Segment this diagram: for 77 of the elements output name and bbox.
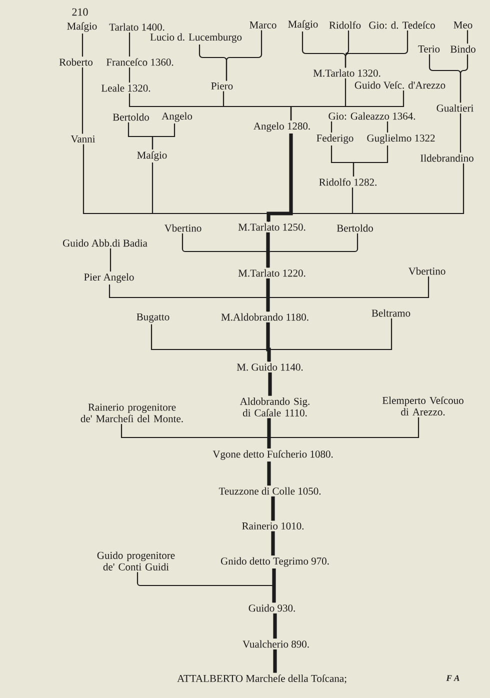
person-name: Vbertino <box>408 267 446 275</box>
person-name: Franceſco 1360. <box>106 58 174 66</box>
person-name: Roberto <box>59 58 93 66</box>
family-line <box>82 34 84 57</box>
person-name: Maſgio <box>67 22 97 32</box>
person-name: ATTALBERTO Marcheſe della Toſcana; <box>177 674 346 684</box>
person-name: Tarlato 1400. <box>109 23 164 31</box>
family-line <box>344 30 408 68</box>
person-name: Marco <box>250 22 276 28</box>
person-name: M. Guido 1140. <box>236 363 303 371</box>
family-line <box>266 278 270 312</box>
family-line <box>267 462 271 486</box>
person-name: Federigo <box>316 134 354 144</box>
person-name: M.Tarlato 1250. <box>238 223 306 231</box>
signature-mark: F A <box>446 675 460 681</box>
person-name: Piero <box>211 82 233 90</box>
person-name: Elemperto Veſcouo di Arezzo. <box>382 396 464 416</box>
person-name: Vbertino <box>164 224 202 232</box>
family-line <box>268 372 272 396</box>
person-name: Bindo <box>450 45 476 53</box>
family-line <box>82 67 84 134</box>
family-line <box>271 496 275 521</box>
family-line <box>290 90 404 121</box>
person-name: Rainerio 1010. <box>242 522 304 530</box>
person-name: Rainerio progenitore de' Marcheſi del Monte. <box>80 404 183 422</box>
person-name: Vualcherio 890. <box>242 640 309 648</box>
person-name: Bertoldo <box>112 113 149 121</box>
family-line <box>460 113 462 153</box>
family-line <box>266 232 270 268</box>
person-name: Vanni <box>70 135 96 143</box>
person-name: M.Tarlato 1320. <box>313 69 380 77</box>
family-line <box>330 121 332 133</box>
person-name: Ildebrandino <box>420 154 474 162</box>
family-line <box>273 613 277 639</box>
person-name: Teuzzone di Colle 1050. <box>218 487 321 495</box>
person-name: Angelo <box>162 112 192 122</box>
person-name: Beltramo <box>372 309 410 317</box>
person-name: Meo <box>454 22 472 28</box>
person-name: Guido progenitore de' Conti Guidi <box>97 552 175 570</box>
person-name: Terio <box>418 45 440 53</box>
person-name: Bertoldo <box>336 224 373 232</box>
person-name: Ridolfo 1282. <box>319 178 376 186</box>
person-name: Gio: d. Tedeſco <box>369 21 435 29</box>
family-line <box>110 248 112 272</box>
family-line <box>460 54 468 103</box>
person-name: M.Aldobrando 1180. <box>221 313 308 321</box>
person-name: Guido Veſc. d'Arezzo <box>354 81 446 89</box>
person-name: Aldobrando Sig. di Caſale 1110. <box>240 398 310 416</box>
family-line <box>273 649 277 673</box>
family-line <box>267 418 271 448</box>
person-name: Vgone detto Fuſcherio 1080. <box>212 450 333 460</box>
person-name: Pier Angelo <box>84 273 134 283</box>
family-line <box>272 568 276 603</box>
person-name: Gualtieri <box>436 104 474 112</box>
family-line <box>271 531 275 556</box>
family-line <box>266 133 293 222</box>
person-name: Lucio d. Lucemburgo <box>150 33 242 43</box>
family-line <box>152 123 176 150</box>
person-name: Bugatto <box>136 313 170 323</box>
person-name: Maſgio <box>137 151 167 161</box>
family-line <box>352 145 388 177</box>
person-name: M.Tarlato 1220. <box>238 269 306 277</box>
person-name: Guido Abb.di Badia <box>63 239 148 247</box>
person-name: Guido 930. <box>248 604 295 612</box>
person-name: Gnido detto Tegrimo 970. <box>220 557 329 567</box>
family-line <box>386 121 388 133</box>
person-name: Leale 1320. <box>102 84 150 92</box>
person-name: Ridolfo <box>329 21 361 29</box>
person-name: Guglielmo 1322 <box>367 134 435 144</box>
family-line <box>466 30 468 44</box>
family-line <box>266 322 271 362</box>
person-name: Gio: Galeazzo 1364. <box>328 112 416 120</box>
person-name: Angelo 1280. <box>254 122 310 132</box>
family-line <box>128 32 130 57</box>
person-name: Maſgio <box>288 20 318 30</box>
family-line <box>128 67 130 83</box>
page-number: 210 <box>72 8 88 16</box>
